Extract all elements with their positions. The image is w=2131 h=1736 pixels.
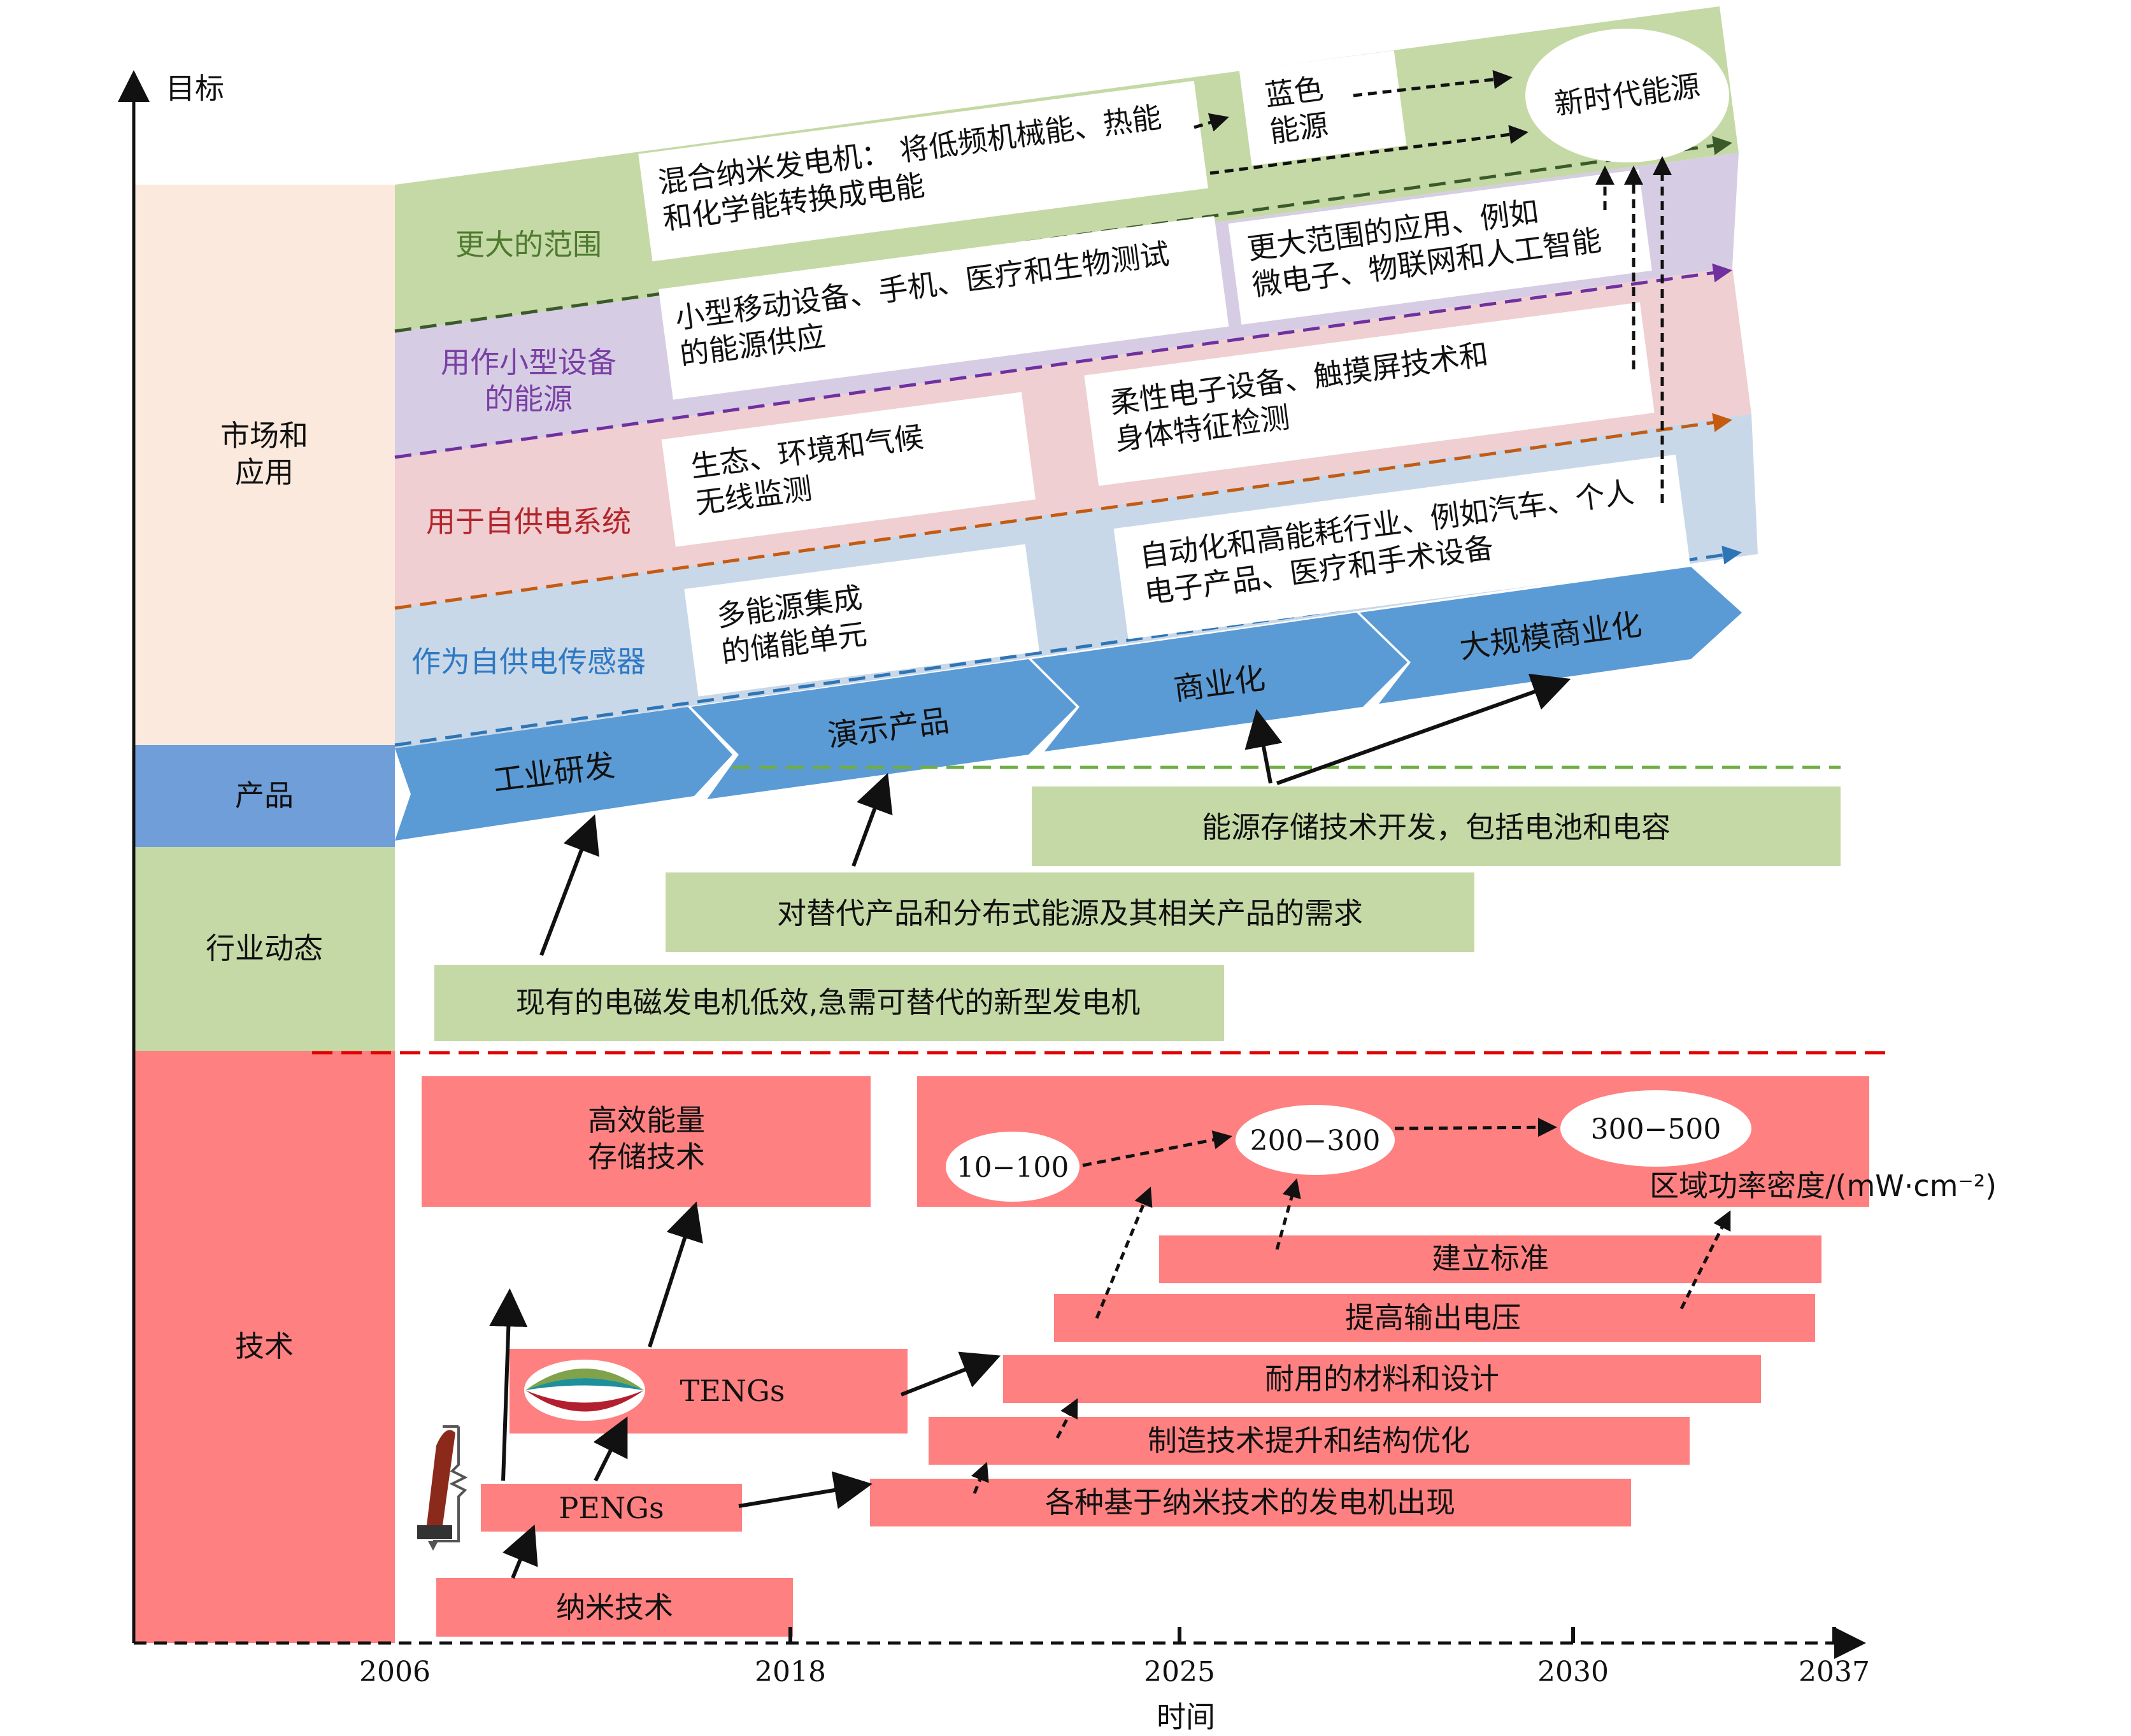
arrow-range-2-to-3	[1394, 1118, 1557, 1137]
band-divider-orange	[394, 413, 1732, 610]
arrow-inefficient-to-rd	[539, 814, 599, 957]
arrow-voltage-to-range-3	[1679, 1210, 1731, 1310]
peng-box	[481, 1484, 742, 1532]
power-range-3-ellipse	[1560, 1090, 1751, 1167]
band-label-range: 更大的范围	[455, 227, 602, 262]
arrow-hybrid-to-blue	[1194, 113, 1229, 132]
teng-text: TENGs	[680, 1374, 785, 1408]
standard-text: 建立标准	[1432, 1241, 1549, 1276]
product-label: 产品	[235, 778, 294, 813]
industry-label: 行业动态	[206, 931, 323, 965]
peng-text: PENGs	[559, 1491, 664, 1525]
manufacturing-text: 制造技术提升和结构优化	[1148, 1423, 1470, 1458]
arrow-storage-to-commercial	[1244, 709, 1283, 784]
arrow-teng-to-durable	[900, 1351, 1001, 1397]
durable-text: 耐用的材料和设计	[1265, 1362, 1499, 1396]
voltage-box	[1054, 1294, 1815, 1342]
peng-device-icon	[417, 1425, 468, 1551]
x-axis-label: 时间	[1157, 1700, 1215, 1734]
arrow-peng-to-teng	[593, 1416, 628, 1482]
x-tick-label-2037: 2037	[1799, 1656, 1870, 1688]
power-range-1-ellipse	[946, 1132, 1080, 1202]
ecology-box: 生态、环境和气候无线监测	[661, 392, 1036, 547]
manufacturing-box	[929, 1417, 1690, 1465]
arrow-demand-to-demo	[852, 772, 893, 867]
blue-energy-box: 蓝色能源	[1239, 50, 1407, 166]
arrow-hybrid-to-new-era	[1209, 125, 1529, 175]
multi-source-box: 多能源集成的储能单元	[684, 544, 1039, 697]
band-label-small-device: 用作小型设备的能源	[441, 345, 616, 416]
stage-chevron-3	[1032, 613, 1408, 751]
storage-dev-text: 能源存储技术开发，包括电池和电容	[1202, 810, 1671, 844]
arrow-range-1-to-2	[1082, 1130, 1232, 1167]
storage-dev-box	[1032, 786, 1841, 866]
nano-text: 纳米技术	[556, 1590, 673, 1625]
standard-box	[1159, 1235, 1821, 1283]
power-range-1-text: 10−100	[957, 1151, 1069, 1184]
demand-text: 对替代产品和分布式能源及其相关产品的需求	[777, 896, 1363, 930]
stage-chevron-4	[1360, 567, 1742, 704]
blue-energy-text: 蓝色能源	[1263, 71, 1330, 150]
market-label: 市场和应用	[220, 418, 308, 490]
arrow-peng-up-to-storage	[489, 1288, 528, 1481]
generators-text: 各种基于纳米技术的发电机出现	[1045, 1485, 1455, 1519]
power-range-3-text: 300−500	[1591, 1113, 1721, 1146]
power-density-label: 区域功率密度/(mW·cm⁻²)	[1650, 1169, 1997, 1203]
y-axis-label: 目标	[166, 71, 224, 106]
industry-panel	[134, 847, 395, 1051]
storage-tech-box	[422, 1076, 871, 1207]
arrow-nano-to-peng	[502, 1524, 538, 1579]
band-label-sensor: 作为自供电传感器	[411, 644, 646, 679]
arrow-manufacturing-to-durable	[1055, 1398, 1078, 1439]
product-panel	[134, 745, 395, 847]
teng-lens-icon	[524, 1360, 645, 1421]
band-label-self-power: 用于自供电系统	[426, 504, 631, 539]
arrow-voltage-to-range-1	[1095, 1186, 1153, 1319]
arrow-blue-to-new-era	[1353, 69, 1513, 97]
power-range-2-ellipse	[1236, 1105, 1395, 1175]
tech-panel	[134, 1051, 395, 1643]
tech-label: 技术	[235, 1329, 294, 1363]
arrow-generators-to-manufacturing	[971, 1462, 989, 1494]
x-tick-label-2030: 2030	[1537, 1656, 1609, 1688]
durable-box	[1003, 1355, 1761, 1403]
power-range-2-text: 200−300	[1250, 1125, 1381, 1157]
new-era-ellipse	[1525, 29, 1729, 162]
x-tick-label-2006: 2006	[359, 1656, 431, 1688]
nano-box	[436, 1578, 793, 1637]
storage-tech-text: 高效能量存储技术	[588, 1103, 705, 1174]
x-tick-label-2025: 2025	[1144, 1656, 1215, 1688]
x-tick-label-2018: 2018	[755, 1656, 826, 1688]
band-divider-purple	[394, 263, 1732, 459]
stage-chevron-1	[395, 707, 732, 841]
arrow-storage-to-mass-commercial	[1276, 673, 1571, 785]
arrow-peng-to-generators	[738, 1471, 873, 1509]
inefficient-box	[434, 965, 1224, 1041]
inefficient-text: 现有的电磁发电机低效,急需可替代的新型发电机	[516, 985, 1141, 1020]
market-panel	[134, 185, 395, 745]
arrow-teng-to-storage	[648, 1201, 703, 1348]
voltage-text: 提高输出电压	[1345, 1300, 1521, 1335]
generators-box	[870, 1479, 1631, 1526]
demand-box	[666, 872, 1474, 952]
wider-box: 更大范围的应用、例如微电子、物联网和人工智能	[1228, 169, 1652, 325]
stage-chevron-2	[691, 659, 1076, 799]
